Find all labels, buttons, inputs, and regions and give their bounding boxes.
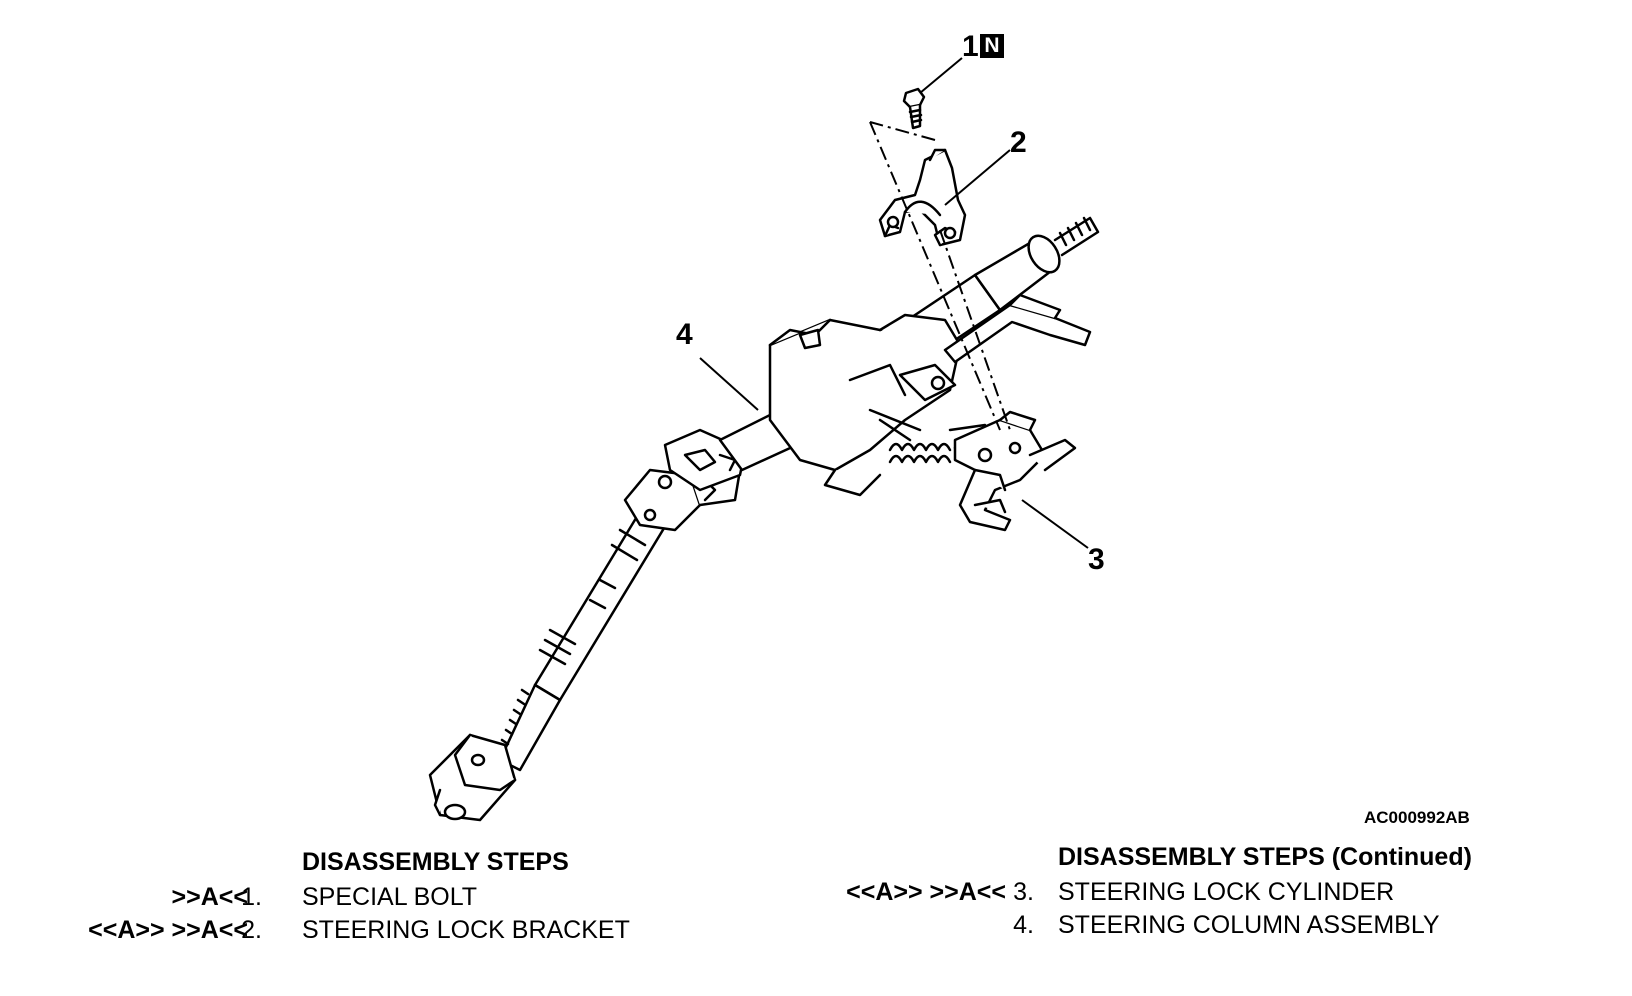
step-name: STEERING COLUMN ASSEMBLY — [1058, 911, 1440, 939]
step-number: 2. — [241, 916, 262, 944]
step-row: 4. STEERING COLUMN ASSEMBLY — [0, 911, 1632, 941]
step-name: SPECIAL BOLT — [302, 883, 478, 911]
special-bolt — [902, 87, 926, 130]
step-row: <<A>> >>A<< 3. STEERING LOCK CYLINDER — [0, 878, 1632, 908]
leader-lines — [699, 57, 1089, 549]
left-steps-title: DISASSEMBLY STEPS — [302, 848, 569, 876]
step-name: STEERING LOCK BRACKET — [302, 916, 630, 944]
step-row: <<A>> >>A<< 2. STEERING LOCK BRACKET — [0, 916, 800, 946]
step-marks: <<A>> >>A<< — [846, 878, 1006, 907]
callout-1-label: 1 — [962, 30, 979, 63]
step-row: >>A<< 1. SPECIAL BOLT — [0, 883, 800, 913]
lower-universal-joint — [428, 733, 517, 822]
intermediate-shaft — [498, 493, 677, 772]
step-number: 4. — [1013, 911, 1034, 939]
callout-1: 1 — [962, 32, 979, 62]
step-marks-text: <<A>> >>A<< — [846, 878, 1006, 906]
column-housing — [768, 313, 992, 497]
right-steps-title: DISASSEMBLY STEPS (Continued) — [1058, 843, 1472, 871]
step-marks-text: <<A>> >>A<< — [88, 916, 248, 944]
callout-3: 3 — [1088, 543, 1105, 576]
callout-4: 4 — [676, 318, 693, 351]
tilt-lever — [943, 293, 1092, 364]
step-marks: >>A<< — [172, 883, 248, 912]
assembly-guide-lines — [869, 121, 1011, 431]
step-number: 1. — [241, 883, 262, 911]
step-number: 3. — [1013, 878, 1034, 906]
step-marks: <<A>> >>A<< — [88, 916, 248, 945]
step-name: STEERING LOCK CYLINDER — [1058, 878, 1395, 906]
steering-lock-bracket — [878, 148, 967, 247]
new-part-badge: N — [980, 34, 1004, 58]
callout-2: 2 — [1010, 126, 1027, 159]
figure-code: AC000992AB — [1364, 808, 1470, 827]
steering-lock-cylinder — [953, 410, 1077, 532]
step-marks-text: >>A<< — [171, 883, 248, 911]
